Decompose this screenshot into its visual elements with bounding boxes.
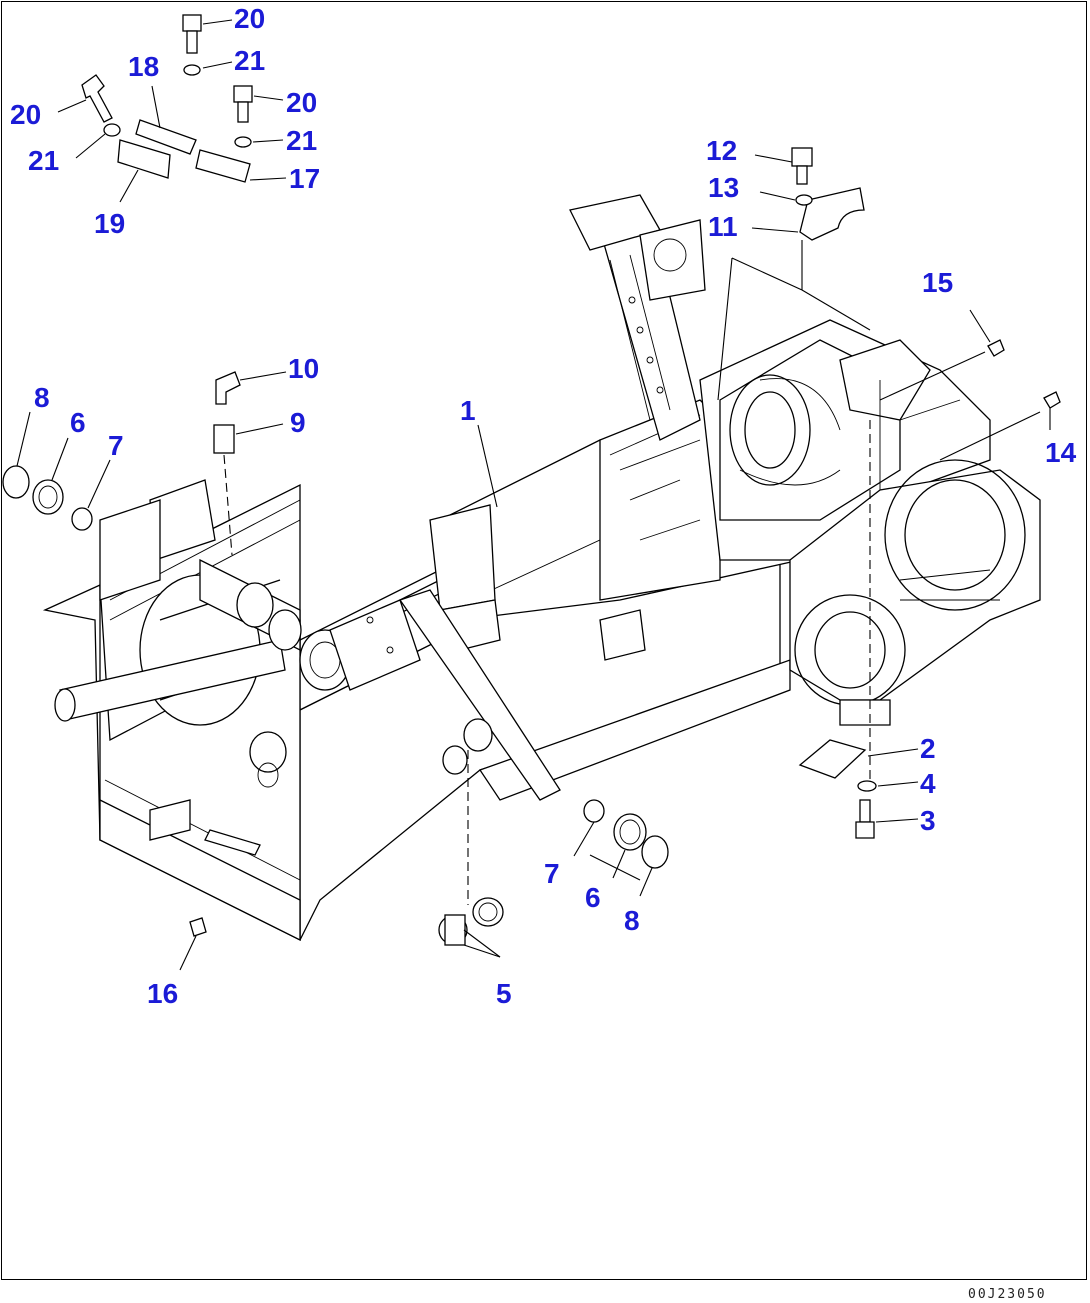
callout-7-left: 7: [108, 430, 124, 461]
callout-14: 14: [1045, 437, 1077, 468]
part-19-bracket: [117, 139, 171, 179]
part-15-plug: [987, 339, 1005, 357]
part-7-collar-right: [583, 799, 605, 823]
callout-5: 5: [496, 978, 512, 1009]
part-12-bolt: [791, 147, 813, 185]
callout-1: 1: [460, 395, 476, 426]
part-10-elbow: [215, 371, 241, 405]
part-14-plug: [1043, 391, 1061, 409]
part-3-bolt: [855, 799, 875, 839]
part-17-plate: [195, 149, 251, 183]
part-8-ring-right: [641, 835, 669, 869]
callout-labels: 1 2 3 4 5 6 6 7 7 8 8 9 10 11 12 13 14 1…: [10, 3, 1077, 1009]
part-20-bolt-top: [182, 14, 202, 54]
part-21-washer-left: [103, 123, 121, 137]
part-6-bushing-left: [32, 479, 64, 515]
callout-12: 12: [706, 135, 737, 166]
part-21-washer-top: [183, 64, 201, 76]
callout-20-mid: 20: [286, 87, 317, 118]
part-13-washer: [795, 194, 813, 206]
leader-lines: [16, 19, 1051, 971]
callout-6-left: 6: [70, 407, 86, 438]
part-2-cover-plate: [798, 739, 867, 779]
part-21-washer-mid: [234, 136, 252, 148]
callout-9: 9: [290, 407, 306, 438]
part-5-bushing-pair: [438, 897, 504, 946]
callout-15: 15: [922, 267, 953, 298]
callout-4: 4: [920, 768, 936, 799]
callout-20-top: 20: [234, 3, 265, 34]
callout-8-left: 8: [34, 382, 50, 413]
part-9-fitting: [213, 424, 235, 556]
callout-16: 16: [147, 978, 178, 1009]
callout-2: 2: [920, 733, 936, 764]
callout-13: 13: [708, 172, 739, 203]
callout-8-right: 8: [624, 905, 640, 936]
drawing-border: [1, 1, 1087, 1280]
part-6-bushing-right: [613, 813, 647, 851]
part-18-plate: [135, 119, 197, 155]
callout-21-left: 21: [28, 145, 59, 176]
part-20-bolt-mid: [233, 85, 253, 123]
callout-21-top: 21: [234, 45, 265, 76]
part-11-clamp-half: [799, 187, 865, 241]
callout-17: 17: [289, 163, 320, 194]
callout-19: 19: [94, 208, 125, 239]
callout-7-right: 7: [544, 858, 560, 889]
callout-3: 3: [920, 805, 936, 836]
part-20-bolt-left: [81, 74, 113, 123]
part-16-plug: [189, 917, 207, 937]
callout-6-right: 6: [585, 882, 601, 913]
callout-21-mid: 21: [286, 125, 317, 156]
part-4-washer: [857, 780, 877, 792]
drawing-code: 00J23050: [968, 1287, 1047, 1302]
callout-11: 11: [708, 211, 738, 242]
callout-18: 18: [128, 51, 159, 82]
callout-10: 10: [288, 353, 319, 384]
callout-20-left: 20: [10, 99, 41, 130]
part-8-ring-left: [2, 465, 30, 499]
part-7-collar-left: [71, 507, 93, 531]
main-frame: [42, 194, 1041, 942]
